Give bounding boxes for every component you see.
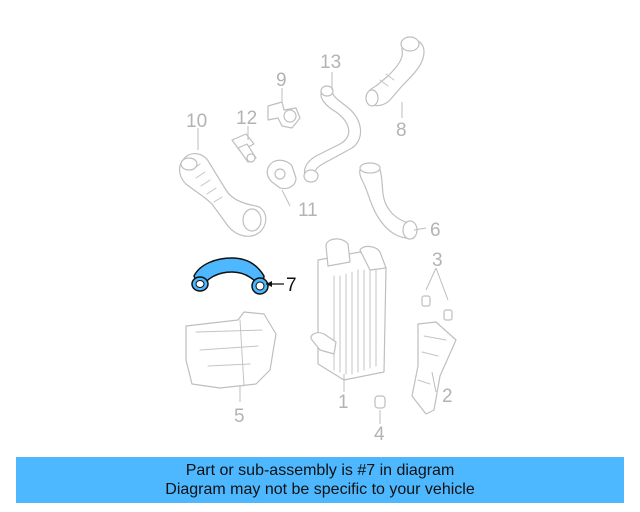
callout-7-highlighted: 7 <box>286 275 297 296</box>
parts-diagram: 1 2 3 4 5 6 7 8 9 10 11 12 13 <box>179 36 457 445</box>
part-9-valve <box>267 101 301 129</box>
part-13-charge-pipe <box>303 85 362 183</box>
callout-8: 8 <box>396 120 407 141</box>
banner-line-part: Part or sub-assembly is #7 in diagram <box>185 462 455 479</box>
part-10-intake-hose <box>179 153 267 237</box>
part-1-intercooler <box>310 238 387 381</box>
callout-10: 10 <box>186 111 207 132</box>
info-banner: Part or sub-assembly is #7 in diagram Di… <box>16 457 624 503</box>
callout-5: 5 <box>234 406 245 427</box>
part-6-intercooler-hose <box>359 162 418 240</box>
callout-12: 12 <box>236 108 257 129</box>
part-11-elbow <box>266 159 297 190</box>
part-8-turbo-hose <box>365 36 425 107</box>
callout-3: 3 <box>432 250 443 271</box>
callout-11: 11 <box>298 200 318 221</box>
banner-line-disclaimer: Diagram may not be specific to your vehi… <box>165 481 475 498</box>
callout-2: 2 <box>442 386 453 407</box>
part-5-air-duct <box>185 311 277 389</box>
callout-4: 4 <box>374 424 385 445</box>
part-3-fasteners <box>421 295 453 321</box>
callout-13: 13 <box>320 52 341 73</box>
part-2-bracket <box>411 321 457 415</box>
part-4-clip <box>374 395 386 409</box>
part-12-sensor <box>231 133 257 163</box>
callout-9: 9 <box>276 70 287 91</box>
callout-6: 6 <box>430 220 441 241</box>
callout-1: 1 <box>338 392 349 413</box>
part-7-hose-highlighted <box>191 257 269 295</box>
